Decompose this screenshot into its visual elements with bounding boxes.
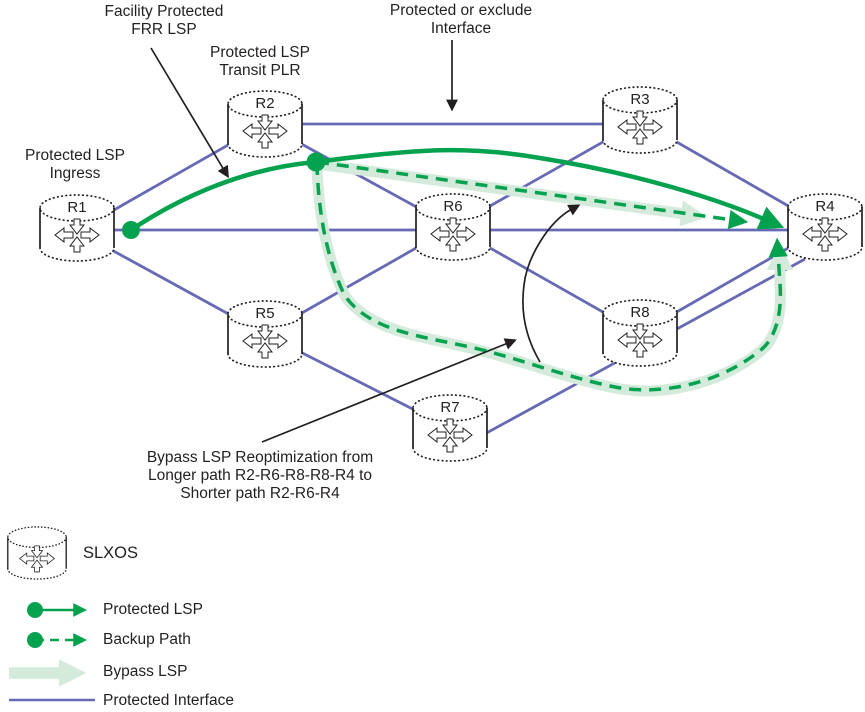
lsp-ingress-dot-r1 [122, 221, 140, 239]
annotation-exclude-line1: Protected or exclude [389, 2, 533, 19]
facility-frr-arrow [150, 47, 229, 179]
legend-label-backup-path: Backup Path [103, 631, 191, 648]
legend-label-protected-lsp: Protected LSP [103, 601, 203, 618]
node-label-r1: R1 [67, 199, 87, 216]
annotation-reopt-line3: Shorter path R2-R6-R4 [180, 485, 340, 502]
backup-path-short [316, 160, 749, 230]
node-label-r5: R5 [255, 305, 275, 322]
protected-interface-links [76, 119, 826, 444]
node-label-r8: R8 [630, 304, 650, 321]
lsp-plr-dot-r2 [306, 152, 326, 172]
annotation-reopt-line2: Longer path R2-R6-R8-R8-R4 to [148, 467, 372, 484]
annotation-reopt-line1: Bypass LSP Reoptimization from [146, 449, 374, 466]
annotation-ingress-line1: Protected LSP [25, 147, 125, 164]
legend-label-bypass-lsp: Bypass LSP [103, 663, 188, 680]
node-label-r4: R4 [815, 198, 835, 215]
annotation-lsp-ingress: Protected LSP Ingress [0, 147, 150, 183]
lsp-paths [129, 147, 788, 392]
legend-label-slxos: SLXOS [83, 544, 139, 562]
legend-label-protected-interface: Protected Interface [103, 692, 234, 709]
annotation-bypass-reoptimization: Bypass LSP Reoptimization from Longer pa… [110, 449, 410, 503]
backup-path-long [315, 162, 788, 392]
annotation-facility-frr-lsp: Facility Protected FRR LSP [64, 3, 264, 39]
reopt-straight-arrow [261, 338, 517, 443]
annotation-ingress-line2: Ingress [49, 165, 101, 182]
node-label-r2: R2 [255, 95, 275, 112]
node-label-r6: R6 [443, 198, 463, 215]
annotation-arrows [150, 40, 581, 443]
legend-graphics [7, 526, 95, 702]
node-label-r7: R7 [440, 399, 460, 416]
annotation-facility-line2: FRR LSP [131, 21, 197, 38]
annotation-transit-line1: Protected LSP [210, 44, 310, 61]
annotation-facility-line1: Facility Protected [104, 3, 224, 20]
annotation-protected-or-exclude-interface: Protected or exclude Interface [361, 2, 561, 38]
annotation-exclude-line2: Interface [430, 20, 492, 37]
node-label-r3: R3 [630, 91, 650, 108]
reopt-curved-arrow [522, 204, 581, 363]
annotation-transit-line2: Transit PLR [219, 62, 301, 79]
legend-router-icon [7, 526, 67, 580]
protected-lsp-path [129, 147, 785, 232]
annotation-transit-plr: Protected LSP Transit PLR [160, 44, 360, 80]
